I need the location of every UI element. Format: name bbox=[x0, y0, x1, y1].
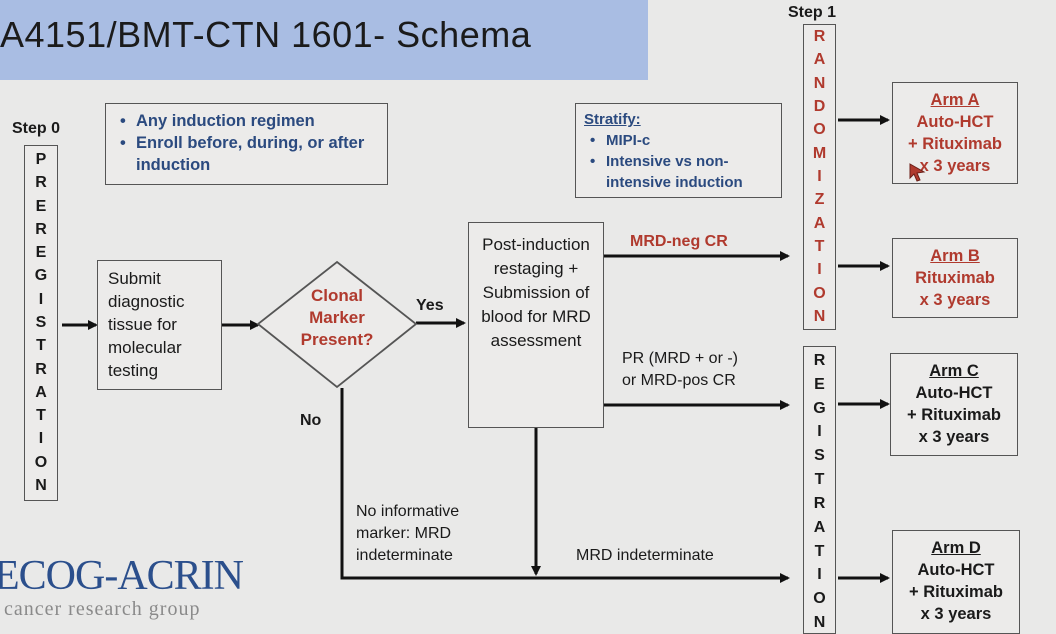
vertical-letter: T bbox=[814, 237, 825, 255]
vertical-letter: O bbox=[813, 590, 826, 608]
vertical-letter: R bbox=[813, 28, 826, 45]
arm-line2: + Rituximab bbox=[909, 583, 1003, 601]
vertical-letter: T bbox=[814, 542, 825, 560]
vertical-letter: A bbox=[813, 518, 826, 536]
arm-title: Arm D bbox=[931, 539, 981, 557]
vertical-letter: I bbox=[817, 423, 822, 441]
ecog-acrin-logo: ECOG-ACRIN bbox=[0, 553, 244, 599]
arm-title: Arm C bbox=[929, 362, 979, 380]
schema-title: A4151/BMT-CTN 1601- Schema bbox=[0, 14, 532, 55]
logo-tagline: cancer research group bbox=[4, 598, 201, 620]
vertical-letter: R bbox=[35, 220, 47, 238]
vertical-letter: G bbox=[34, 267, 48, 285]
arm-c-box: Arm C Auto-HCT + Rituximab x 3 years bbox=[890, 353, 1018, 456]
bullet-item: Enroll before, during, or after inductio… bbox=[114, 132, 379, 176]
induction-note-box: Any induction regimenEnroll before, duri… bbox=[105, 103, 388, 185]
vertical-letter: E bbox=[814, 375, 825, 393]
arm-line1: Auto-HCT bbox=[917, 561, 995, 579]
restaging-text: Post-induction restaging + Submission of… bbox=[481, 235, 591, 350]
vertical-letter: O bbox=[34, 453, 48, 471]
arm-line2: x 3 years bbox=[919, 291, 991, 309]
arm-title: Arm A bbox=[930, 91, 980, 109]
vertical-letter: G bbox=[813, 399, 826, 417]
decision-no-label: No bbox=[300, 412, 322, 429]
stratify-list: MIPI-cIntensive vs non-intensive inducti… bbox=[584, 130, 773, 193]
bullet-item: Any induction regimen bbox=[114, 110, 379, 132]
vertical-letter: S bbox=[814, 447, 825, 465]
arm-line2: + Rituximab bbox=[907, 406, 1001, 424]
decision-text: Clonal Marker Present? bbox=[300, 286, 374, 349]
bullet-item: Intensive vs non-intensive induction bbox=[584, 151, 773, 193]
vertical-letter: I bbox=[817, 261, 822, 279]
vertical-letter: I bbox=[38, 430, 44, 448]
arm-line2: + Rituximab bbox=[908, 135, 1002, 153]
decision-yes-label: Yes bbox=[416, 297, 444, 314]
vertical-letter: S bbox=[35, 313, 47, 331]
mouse-cursor-icon bbox=[909, 163, 926, 182]
vertical-letter: M bbox=[812, 144, 827, 162]
submit-tissue-text: Submit diagnostic tissue for molecular t… bbox=[108, 269, 185, 380]
vertical-letter: P bbox=[35, 151, 47, 168]
arm-line1: Rituximab bbox=[915, 269, 995, 287]
restaging-box: Post-induction restaging + Submission of… bbox=[468, 222, 604, 428]
arm-line1: Auto-HCT bbox=[916, 113, 994, 131]
no-marker-line2: marker: MRD bbox=[356, 525, 452, 542]
arm-b-box: Arm B Rituximab x 3 years bbox=[892, 238, 1018, 318]
vertical-letter: I bbox=[817, 566, 822, 584]
vertical-letter: A bbox=[813, 51, 826, 69]
vertical-letter: A bbox=[35, 383, 47, 401]
vertical-letter: T bbox=[36, 337, 46, 355]
stratify-box: Stratify: MIPI-cIntensive vs non-intensi… bbox=[575, 103, 782, 198]
vertical-letter: A bbox=[813, 214, 826, 232]
vertical-letter: N bbox=[813, 74, 826, 92]
vertical-letter: E bbox=[35, 197, 47, 215]
vertical-letter: R bbox=[35, 174, 47, 192]
step0-label: Step 0 bbox=[12, 120, 61, 137]
vertical-letter: N bbox=[35, 476, 47, 494]
vertical-letter: I bbox=[817, 167, 822, 185]
no-marker-line3: indeterminate bbox=[356, 547, 453, 564]
arm-title: Arm B bbox=[930, 247, 980, 265]
vertical-letter: N bbox=[813, 307, 826, 325]
vertical-letter: O bbox=[813, 284, 826, 302]
arm-d-box: Arm D Auto-HCT + Rituximab x 3 years bbox=[892, 530, 1020, 634]
mrd-neg-label: MRD-neg CR bbox=[630, 233, 728, 250]
vertical-letter: O bbox=[813, 121, 826, 139]
vertical-letter: R bbox=[813, 494, 826, 512]
title-banner: A4151/BMT-CTN 1601- Schema bbox=[0, 0, 648, 80]
vertical-letter: N bbox=[813, 613, 826, 631]
pr-label-line2: or MRD-pos CR bbox=[622, 372, 736, 389]
no-marker-line1: No informative bbox=[356, 503, 460, 520]
vertical-letter: R bbox=[813, 352, 826, 369]
induction-note-list: Any induction regimenEnroll before, duri… bbox=[114, 110, 379, 176]
arm-line1: Auto-HCT bbox=[915, 384, 993, 402]
vertical-letter: E bbox=[35, 244, 47, 262]
decision-diamond bbox=[256, 260, 418, 389]
stratify-heading: Stratify: bbox=[584, 111, 641, 128]
arm-line3: x 3 years bbox=[920, 605, 992, 623]
pr-label-line1: PR (MRD + or -) bbox=[622, 350, 738, 367]
mrd-indeterminate-label: MRD indeterminate bbox=[576, 547, 714, 564]
submit-tissue-box: Submit diagnostic tissue for molecular t… bbox=[97, 260, 222, 390]
vertical-letter: T bbox=[36, 407, 46, 425]
vertical-letter: I bbox=[38, 290, 44, 308]
arm-a-box: Arm A Auto-HCT + Rituximab x 3 years bbox=[892, 82, 1018, 184]
arm-line3: x 3 years bbox=[919, 157, 991, 175]
arm-line3: x 3 years bbox=[918, 428, 990, 446]
vertical-letter: R bbox=[35, 360, 47, 378]
arrow-no-marker-path bbox=[340, 388, 790, 583]
vertical-letter: Z bbox=[814, 191, 825, 209]
bullet-item: MIPI-c bbox=[584, 130, 773, 151]
vertical-letter: T bbox=[814, 471, 825, 489]
step1-label: Step 1 bbox=[788, 4, 837, 21]
vertical-letter: D bbox=[813, 97, 826, 115]
